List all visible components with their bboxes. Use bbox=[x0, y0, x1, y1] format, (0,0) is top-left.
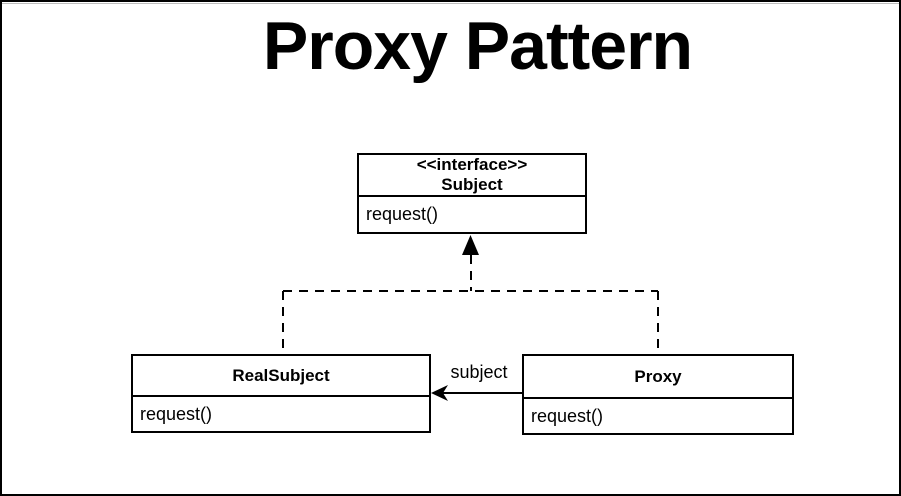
class-box-subject: <<interface>> Subject request() bbox=[357, 153, 587, 234]
class-method: request() bbox=[531, 405, 604, 426]
class-method: request() bbox=[140, 403, 213, 424]
class-name: Subject bbox=[441, 175, 503, 194]
top-hairline bbox=[2, 3, 899, 4]
class-box-realsubject: RealSubject request() bbox=[131, 354, 431, 433]
class-methods-subject: request() bbox=[359, 197, 585, 232]
class-methods-proxy: request() bbox=[524, 399, 792, 433]
class-method: request() bbox=[366, 204, 439, 224]
association-label: subject bbox=[450, 362, 508, 382]
class-header-proxy: Proxy bbox=[524, 356, 792, 399]
class-methods-realsubject: request() bbox=[133, 397, 429, 431]
class-header-realsubject: RealSubject bbox=[133, 356, 429, 397]
class-header-subject: <<interface>> Subject bbox=[359, 155, 585, 197]
realization-arrowhead bbox=[462, 235, 479, 255]
diagram-title: Proxy Pattern bbox=[262, 8, 693, 84]
class-stereotype: <<interface>> bbox=[416, 155, 528, 174]
association-arrowhead bbox=[431, 385, 448, 401]
class-name: Proxy bbox=[634, 366, 682, 386]
class-name: RealSubject bbox=[232, 365, 330, 385]
class-box-proxy: Proxy request() bbox=[522, 354, 794, 435]
